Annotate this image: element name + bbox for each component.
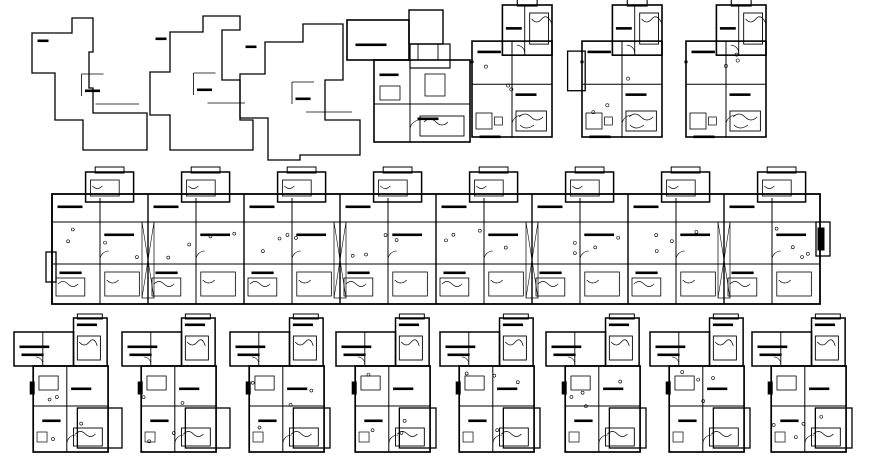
unit-plan — [684, 0, 767, 139]
plate-unit — [525, 166, 628, 304]
unit-plan — [229, 313, 331, 453]
unit-plans-bottom — [13, 313, 853, 453]
plate-unit — [51, 166, 148, 304]
unit-plan — [439, 313, 541, 453]
unit-plan — [649, 313, 751, 453]
unit-plan — [751, 313, 853, 453]
plate-unit — [627, 166, 724, 304]
unit-plans-top — [346, 0, 767, 143]
outline-plan — [149, 15, 254, 151]
plate-unit — [435, 166, 532, 304]
unit-plan — [335, 313, 437, 453]
unit-plan — [121, 313, 231, 453]
plate-unit — [333, 166, 436, 304]
plate-unit — [243, 166, 340, 304]
plate-unit — [141, 166, 244, 304]
unit-plan — [346, 9, 471, 143]
unit-plan — [13, 313, 123, 453]
unit-plan — [545, 313, 647, 453]
combined-floor-plate — [45, 166, 831, 305]
unit-plan — [470, 0, 553, 139]
plate-unit — [717, 166, 820, 304]
outline-plan — [239, 23, 361, 161]
outline-plan — [31, 17, 148, 151]
unit-plan — [566, 0, 663, 139]
